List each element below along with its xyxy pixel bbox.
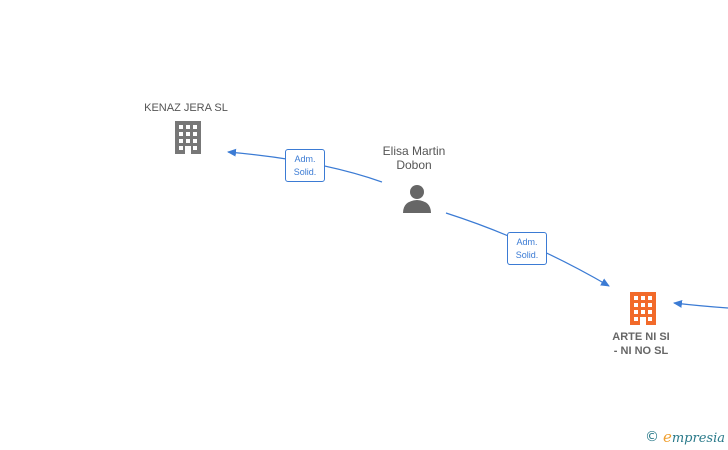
footer-watermark: © empresia — [645, 428, 725, 446]
edge-label-line1: Adm. — [516, 237, 538, 247]
edge-label-line2: Solid. — [293, 167, 317, 177]
building-icon[interactable] — [172, 120, 204, 155]
edge-offscreen-to-arte — [673, 299, 728, 309]
edge-label-line1: Adm. — [294, 154, 316, 164]
brand-name: mpresia — [671, 431, 725, 446]
company-name-line1: ARTE NI SI — [612, 331, 670, 343]
edge-label-role[interactable]: Adm. Solid. — [507, 232, 547, 265]
brand-initial: e — [662, 428, 672, 446]
company-label-kenaz[interactable]: KENAZ JERA SL — [144, 102, 228, 114]
edge-label-line2: Solid. — [515, 250, 539, 260]
edge-label-role[interactable]: Adm. Solid. — [285, 149, 325, 182]
person-icon[interactable] — [401, 184, 433, 214]
copyright-symbol: © — [644, 429, 659, 445]
company-name-line2: - NI NO SL — [613, 345, 669, 357]
building-icon[interactable] — [627, 291, 659, 326]
person-name-line2: Dobon — [396, 158, 432, 172]
brand-logo: empresia — [663, 428, 725, 446]
person-name-line1: Elisa Martin — [382, 144, 446, 158]
company-label-arte[interactable]: ARTE NI SI - NI NO SL — [591, 330, 691, 358]
person-label[interactable]: Elisa Martin Dobon — [364, 144, 464, 172]
